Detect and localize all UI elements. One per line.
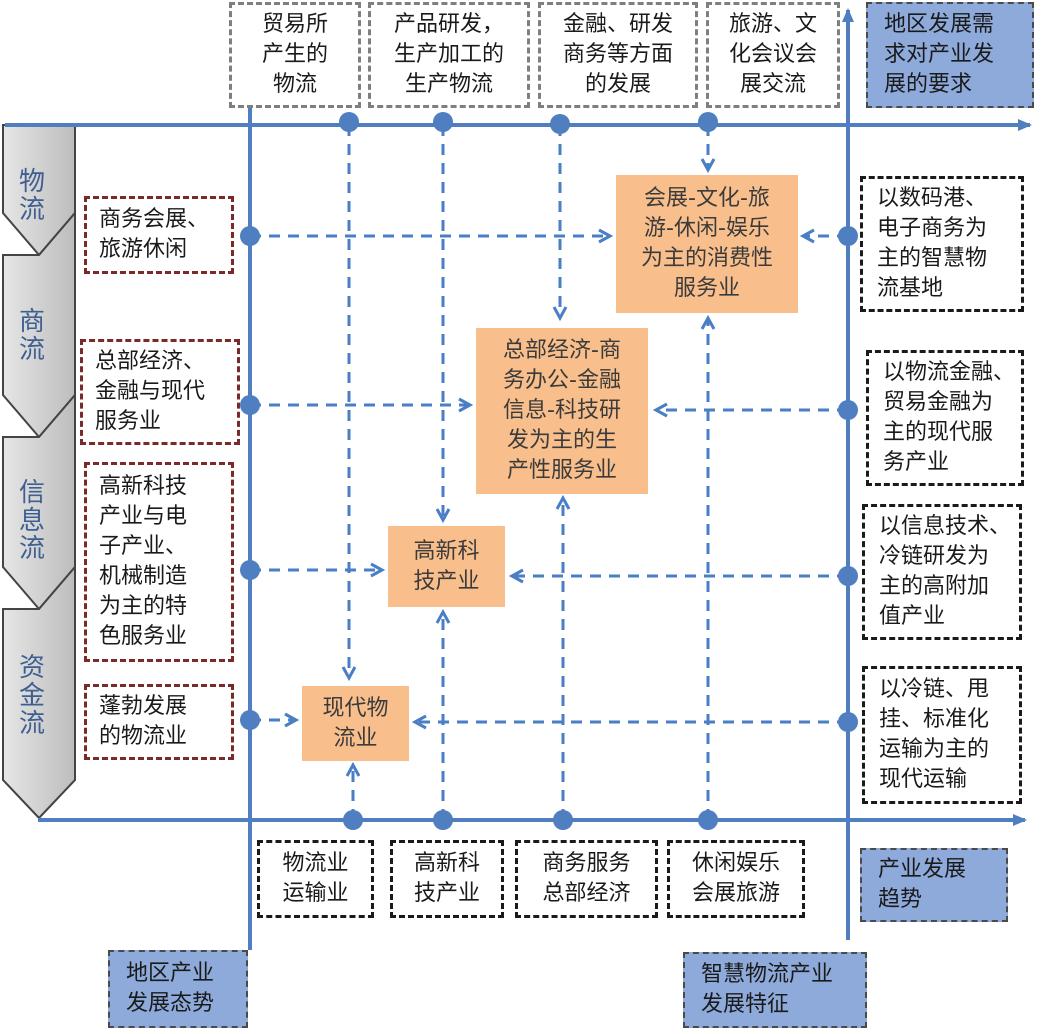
flow-label-logistics: 物流 (14, 167, 45, 223)
top-box-tourism-culture: 旅游、文化会议会展交流 (706, 2, 840, 108)
corner-box-regional-demand: 地区发展需求对产业发展的要求 (866, 2, 1034, 108)
center-box-producer-services: 总部经济-商务办公-金融信息-科技研发为主的生产性服务业 (476, 328, 648, 494)
bottom-box-hightech: 高新科技产业 (390, 840, 504, 918)
label-regional-industry: 地区产业发展态势 (108, 950, 248, 1028)
right-box-smart-logistics-base: 以数码港、电子商务为主的智慧物流基地 (860, 176, 1024, 312)
flow-tabs (1, 124, 76, 820)
node-dots (240, 112, 858, 830)
bottom-box-logistics-transport: 物流业运输业 (257, 840, 374, 918)
right-box-modern-service: 以物流金融、贸易金融为主的现代服务产业 (866, 350, 1024, 486)
left-box-logistics: 蓬勃发展的物流业 (84, 684, 234, 760)
axes (5, 8, 1032, 950)
center-box-modern-logistics: 现代物流业 (302, 686, 409, 761)
top-box-finance-rd: 金融、研发商务等方面的发展 (538, 2, 698, 108)
bottom-box-business-hq: 商务服务总部经济 (515, 840, 658, 918)
corner-box-industry-trend: 产业发展趋势 (860, 848, 1008, 922)
dashed-arrows (250, 125, 848, 820)
left-box-hightech: 高新科技产业与电子产业、机械制造为主的特色服务业 (84, 462, 234, 662)
flow-label-commerce: 商流 (14, 307, 45, 363)
flow-label-information: 信息流 (14, 478, 45, 562)
flow-label-capital: 资金流 (14, 653, 45, 737)
left-box-exhibition-leisure: 商务会展、旅游休闲 (84, 196, 234, 274)
top-box-rd-production: 产品研发，生产加工的生产物流 (368, 2, 530, 108)
center-box-hightech-industry: 高新科技产业 (388, 526, 505, 607)
right-box-high-value: 以信息技术、冷链研发为主的高附加值产业 (862, 504, 1022, 640)
bottom-box-leisure-tourism: 休闲娱乐会展旅游 (667, 840, 805, 918)
top-box-trade-logistics: 贸易所产生的物流 (229, 2, 361, 108)
center-box-consumer-services: 会展-文化-旅游-休闲-娱乐为主的消费性服务业 (616, 175, 798, 313)
label-smart-logistics-features: 智慧物流产业发展特征 (683, 952, 867, 1028)
flow-tab-4 (2, 564, 76, 820)
left-box-hq-finance: 总部经济、金融与现代服务业 (80, 339, 240, 445)
right-box-modern-transport: 以冷链、甩挂、标准化运输为主的现代运输 (862, 666, 1022, 804)
